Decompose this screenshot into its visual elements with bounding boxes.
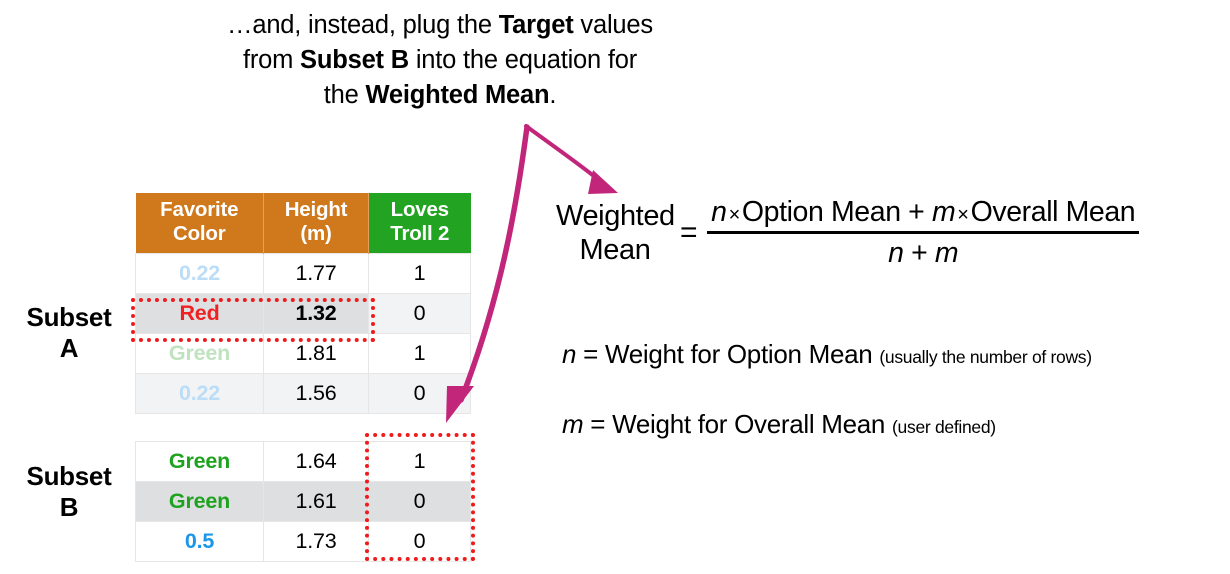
denominator-spacer-2: [927, 237, 935, 269]
definition-n-note: (usually the number of rows): [879, 347, 1092, 367]
caption-line-3-bold: Weighted Mean: [365, 81, 550, 109]
equation-fraction: n×Option Mean + m×Overall Mean n + m: [707, 196, 1140, 270]
numerator-plus: +: [908, 196, 925, 228]
definition-m-var: m: [562, 409, 584, 439]
denominator-spacer: [904, 237, 912, 269]
subset-b-label-line2: B: [59, 492, 79, 522]
caption-line-1: …and, instead, plug the Target values: [227, 11, 653, 39]
cell-height: 1.73: [263, 521, 369, 562]
caption-line-1-pre: …and, instead, plug the: [227, 11, 499, 39]
arrow-to-weighted-mean: [524, 124, 602, 183]
subset-a-label: Subset A: [4, 302, 134, 364]
cell-loves-troll-2: 0: [368, 521, 471, 562]
cell-favorite-color: Red: [135, 293, 264, 334]
cell-height: 1.81: [263, 333, 369, 374]
numerator-plus-spacer-2: [924, 196, 932, 228]
numerator-overall-mean: Overall Mean: [970, 196, 1136, 228]
caption-line-2: from Subset B into the equation for: [243, 46, 637, 74]
caption-line-3: the Weighted Mean.: [324, 81, 557, 109]
cell-loves-troll-2: 0: [368, 373, 471, 414]
caption-line-2-pre: from: [242, 46, 301, 74]
denominator-var-n: n: [888, 237, 904, 269]
cell-favorite-color: Green: [135, 481, 264, 522]
definition-m-equals: =: [590, 409, 606, 439]
definition-n-equals: =: [583, 339, 598, 369]
definition-m-text: Weight for Overall Mean: [612, 409, 886, 439]
cell-favorite-color: Green: [135, 333, 264, 374]
column-header-height: Height (m): [263, 193, 369, 254]
cell-favorite-color: 0.22: [135, 373, 264, 414]
weighted-mean-equation: Weighted Mean = n×Option Mean + m×Overal…: [556, 196, 1140, 270]
numerator-times-1: ×: [728, 204, 741, 226]
definition-m-note: (user defined): [892, 417, 996, 437]
definition-n-var: n: [562, 339, 577, 369]
subset-b-label: Subset B: [4, 461, 134, 523]
equation-left-hand-side: Weighted Mean: [556, 199, 675, 267]
cell-loves-troll-2: 0: [368, 481, 471, 522]
column-header-loves-troll-2: Loves Troll 2: [368, 193, 471, 254]
equation-numerator: n×Option Mean + m×Overall Mean: [707, 196, 1140, 234]
numerator-option-mean: Option Mean: [741, 196, 901, 228]
equation-lhs-line1: Weighted: [556, 200, 675, 232]
cell-loves-troll-2: 0: [368, 293, 471, 334]
cell-favorite-color: Green: [135, 441, 264, 482]
subset-a-label-line2: A: [59, 333, 79, 363]
cell-height: 1.56: [263, 373, 369, 414]
cell-loves-troll-2: 1: [368, 441, 471, 482]
denominator-plus: +: [911, 237, 928, 269]
definition-m: m = Weight for Overall Mean (user define…: [562, 409, 996, 440]
equation-lhs-line2: Mean: [579, 234, 651, 266]
definition-n-text: Weight for Option Mean: [604, 339, 873, 369]
caption-text: …and, instead, plug the Target values fr…: [150, 8, 730, 113]
equation-equals-sign: =: [680, 216, 698, 249]
numerator-var-n: n: [711, 196, 727, 228]
numerator-var-m: m: [931, 196, 956, 228]
cell-height: 1.32: [263, 293, 369, 334]
caption-line-2-bold: Subset B: [300, 46, 409, 74]
cell-favorite-color: 0.22: [135, 253, 264, 294]
cell-favorite-color: 0.5: [135, 521, 264, 562]
caption-line-1-post: values: [573, 11, 653, 39]
caption-line-1-bold: Target: [498, 11, 574, 39]
arrow-to-weighted-mean-head: [588, 170, 618, 194]
column-header-favorite-color: Favorite Color: [135, 193, 264, 254]
cell-height: 1.77: [263, 253, 369, 294]
caption-line-3-post: .: [549, 81, 557, 109]
caption-line-3-pre: the: [323, 81, 366, 109]
cell-height: 1.61: [263, 481, 369, 522]
numerator-times-2: ×: [957, 204, 969, 226]
cell-loves-troll-2: 1: [368, 333, 471, 374]
definition-n: n = Weight for Option Mean (usually the …: [562, 339, 1092, 370]
caption-line-2-post: into the equation for: [408, 46, 638, 74]
subset-a-label-line1: Subset: [26, 302, 112, 332]
cell-height: 1.64: [263, 441, 369, 482]
denominator-var-m: m: [934, 237, 959, 269]
subset-b-label-line1: Subset: [26, 461, 112, 491]
cell-loves-troll-2: 1: [368, 253, 471, 294]
table-header-row: Favorite Color Height (m) Loves Troll 2: [135, 193, 471, 254]
subset-a-table: Favorite Color Height (m) Loves Troll 2 …: [135, 193, 471, 414]
equation-denominator: n + m: [707, 234, 1139, 270]
